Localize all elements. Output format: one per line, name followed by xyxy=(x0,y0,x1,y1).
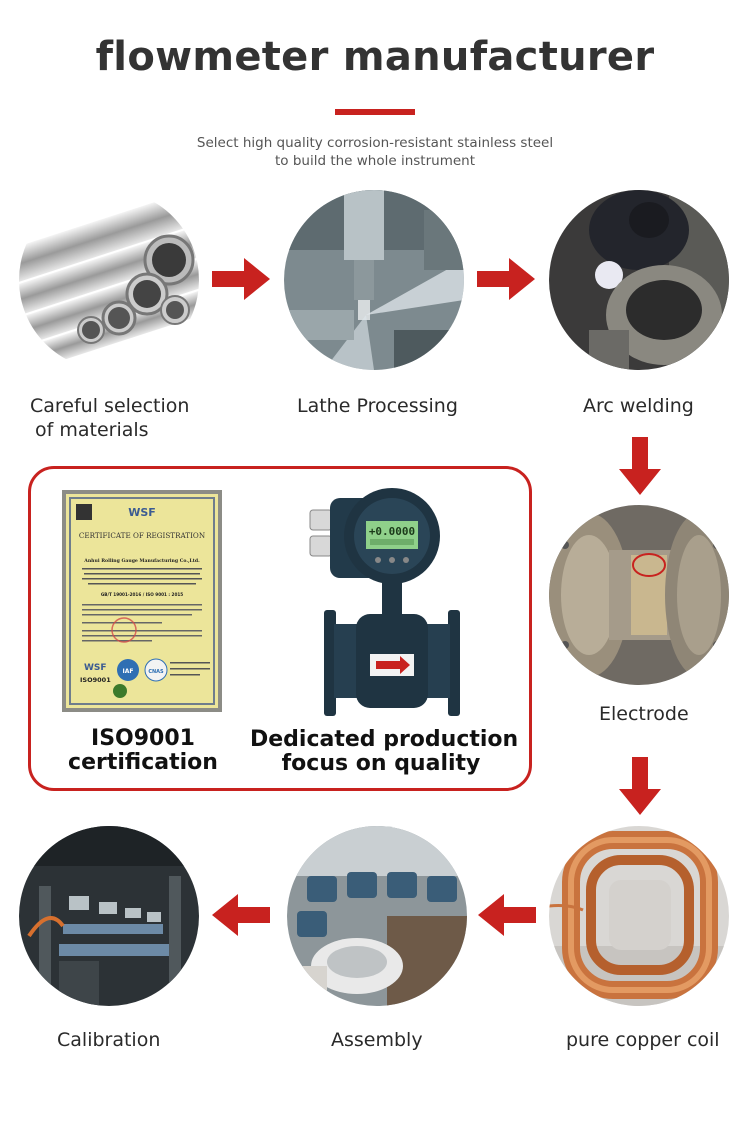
subtitle-line-1: Select high quality corrosion-resistant … xyxy=(196,135,554,151)
subtitle-line-2: to build the whole instrument xyxy=(274,153,476,169)
step-label-lathe: Lathe Processing xyxy=(297,395,458,417)
step-label-calibration: Calibration xyxy=(57,1029,161,1051)
certificate-heading: CERTIFICATE OF REGISTRATION xyxy=(79,531,205,540)
certificate-badge-cnas: CNAS xyxy=(148,669,164,675)
copper-coil-photo xyxy=(549,826,729,1006)
lathe-processing-photo xyxy=(284,190,464,370)
certificate-standard: GB/T 19001-2016 / ISO 9001 : 2015 xyxy=(101,592,183,597)
step-label-materials-line-2: of materials xyxy=(35,419,149,441)
step-label-welding: Arc welding xyxy=(583,395,694,417)
page-title: flowmeter manufacturer xyxy=(95,34,655,80)
certificate-brand: WSF xyxy=(128,506,156,519)
arrow-left-icon xyxy=(212,894,270,936)
title-underline xyxy=(335,109,415,115)
assembly-photo xyxy=(287,826,467,1006)
iso-label-line-1: ISO9001 xyxy=(91,726,195,751)
step-label-assembly: Assembly xyxy=(331,1029,423,1051)
page-subtitle: Select high quality corrosion-resistant … xyxy=(0,134,750,170)
step-label-electrode: Electrode xyxy=(599,703,689,725)
arrow-left-icon xyxy=(478,894,536,936)
arrow-down-icon xyxy=(619,757,661,815)
quality-label-line-1: Dedicated production xyxy=(250,727,519,752)
arc-welding-photo xyxy=(549,190,729,370)
step-label-materials-line-1: Careful selection xyxy=(30,395,190,417)
certificate-badge-iaf: IAF xyxy=(123,668,134,675)
calibration-photo xyxy=(19,826,199,1006)
arrow-down-icon xyxy=(619,437,661,495)
certification-panel xyxy=(28,466,532,791)
meter-display-reading: +0.0000 xyxy=(369,525,415,538)
step-label-materials: Careful selection of materials xyxy=(30,394,189,442)
steel-pipes-photo xyxy=(19,190,199,370)
step-label-coil: pure copper coil xyxy=(566,1029,720,1051)
svg-text:WSF: WSF xyxy=(84,663,107,673)
electrode-photo xyxy=(549,505,729,685)
quality-focus-label: Dedicated production focus on quality xyxy=(250,727,519,776)
iso-certification-label: ISO9001 certification xyxy=(65,727,221,775)
iso-label-line-2: certification xyxy=(68,750,218,775)
arrow-right-icon xyxy=(212,258,270,300)
electromagnetic-flowmeter-image: +0.0000 xyxy=(296,484,476,724)
iso-certificate-image: WSF CERTIFICATE OF REGISTRATION Anhui Ro… xyxy=(62,490,222,712)
certificate-company: Anhui Rolling Gauge Manufacturing Co.,Lt… xyxy=(83,558,200,564)
certificate-iso-mark: ISO9001 xyxy=(80,676,111,684)
arrow-right-icon xyxy=(477,258,535,300)
quality-label-line-2: focus on quality xyxy=(281,751,481,776)
